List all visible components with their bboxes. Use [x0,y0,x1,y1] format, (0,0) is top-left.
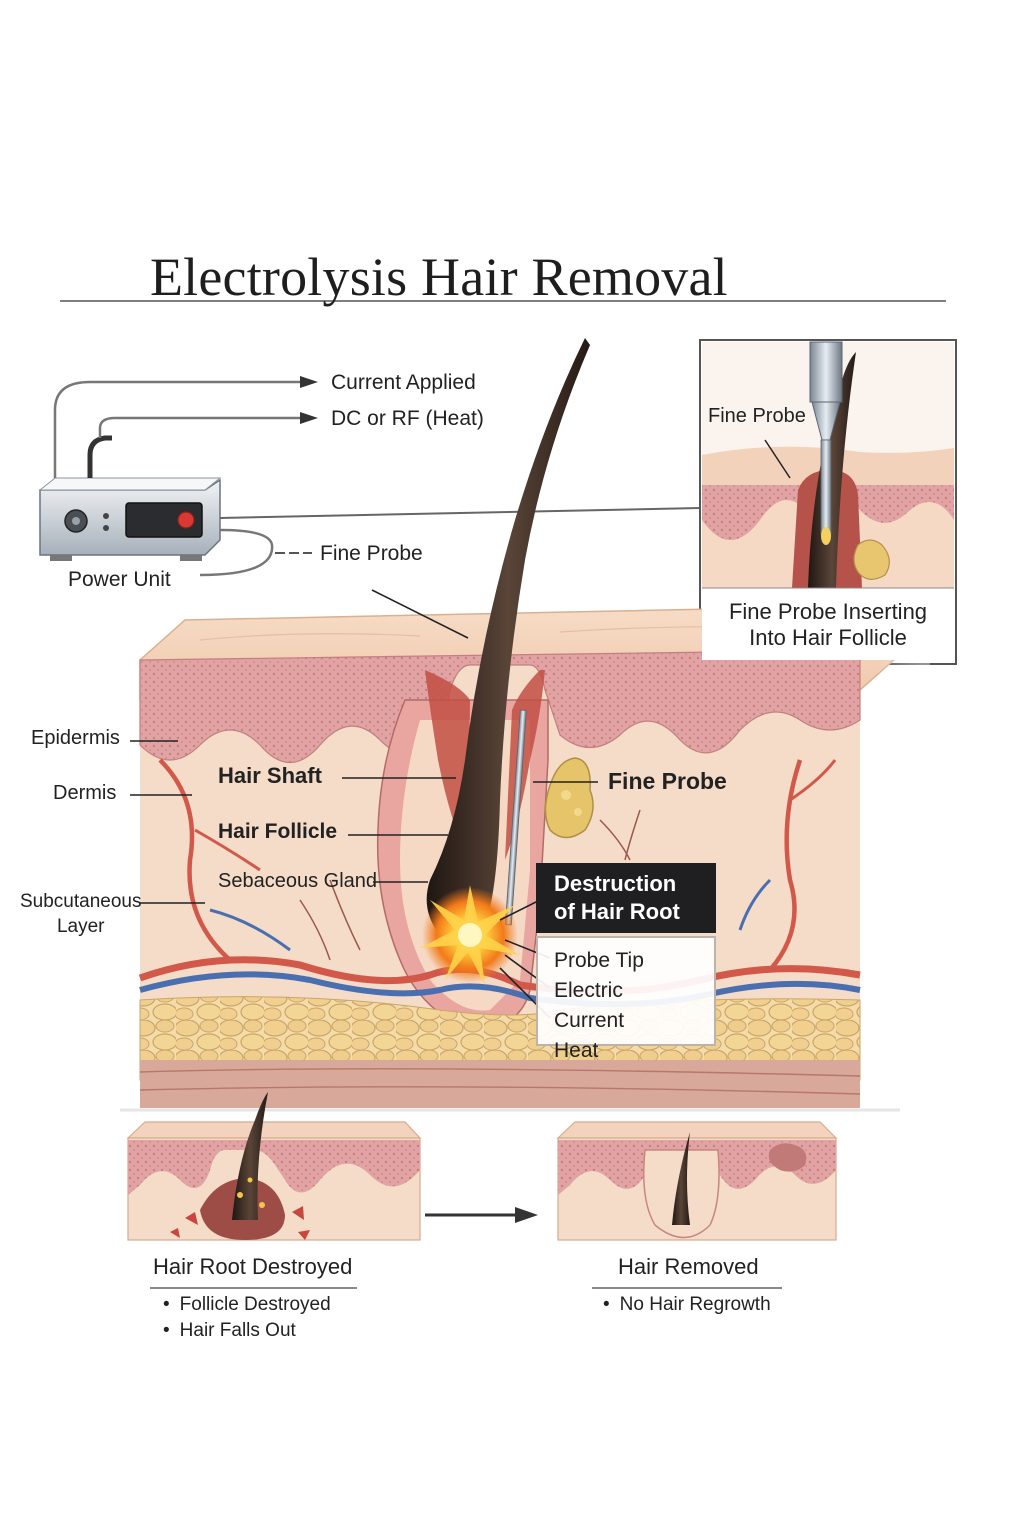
probe-tip-item: Probe Tip [554,949,644,972]
stage2-bullets: No Hair Regrowth [603,1292,771,1318]
power-unit-label: Power Unit [68,568,171,591]
stage2-title: Hair Removed [618,1254,759,1279]
subcutaneous-line1: Subcutaneous [20,891,142,912]
arrow-current-icon [300,376,318,388]
inset-caption: Fine Probe Inserting Into Hair Follicle [702,590,954,660]
hair-shaft [426,338,590,940]
wire-current [53,380,300,478]
inset-caption-line1: Fine Probe Inserting [728,599,928,624]
epidermis-label: Epidermis [31,727,120,749]
main-fine-probe-label: Fine Probe [608,768,727,794]
stage1-bullet: Follicle Destroyed [163,1292,331,1318]
subcutaneous-line2: Layer [56,916,105,937]
sebaceous-gland-label: Sebaceous Gland [218,870,378,892]
hair-follicle-label: Hair Follicle [218,820,338,843]
hair-shaft-label: Hair Shaft [218,763,322,788]
wire-to-inset [219,507,701,519]
stage1-bullets: Follicle Destroyed Hair Falls Out [163,1292,331,1344]
page-title: Electrolysis Hair Removal [150,247,728,307]
arrow-rf-icon [300,412,318,424]
spark-icon [420,885,520,985]
stage1-bullet: Hair Falls Out [163,1318,331,1344]
stage-arrow-icon [515,1207,538,1223]
wire-probe [199,528,274,577]
current-applied-label: Current Applied [331,371,476,394]
stage-root-destroyed-illustration [126,1092,422,1241]
subcutaneous-label: Subcutaneous Layer [20,889,142,939]
power-unit-device [38,435,222,561]
inset-caption-line2: Into Hair Follicle [749,625,907,650]
dc-rf-label: DC or RF (Heat) [331,407,484,430]
heat-item: Heat [554,1039,599,1062]
inset-probe-label: Fine Probe [708,405,806,427]
destruction-heading-line2: of Hair Root [554,899,680,924]
stage1-title: Hair Root Destroyed [153,1254,353,1279]
destruction-callout: Destruction of Hair Root [536,863,716,933]
stage-hair-removed-illustration [556,1121,838,1241]
stage2-bullet: No Hair Regrowth [603,1292,771,1318]
fine-probe-wire-label: Fine Probe [320,542,423,565]
destruction-details: Probe Tip Electric Current Heat [536,936,716,1062]
skin-cross-section [120,600,930,1120]
destruction-heading-line1: Destruction [554,871,677,896]
dermis-label: Dermis [53,782,117,804]
electric-current-item: Electric Current [554,979,625,1032]
wire-rf [98,416,300,438]
